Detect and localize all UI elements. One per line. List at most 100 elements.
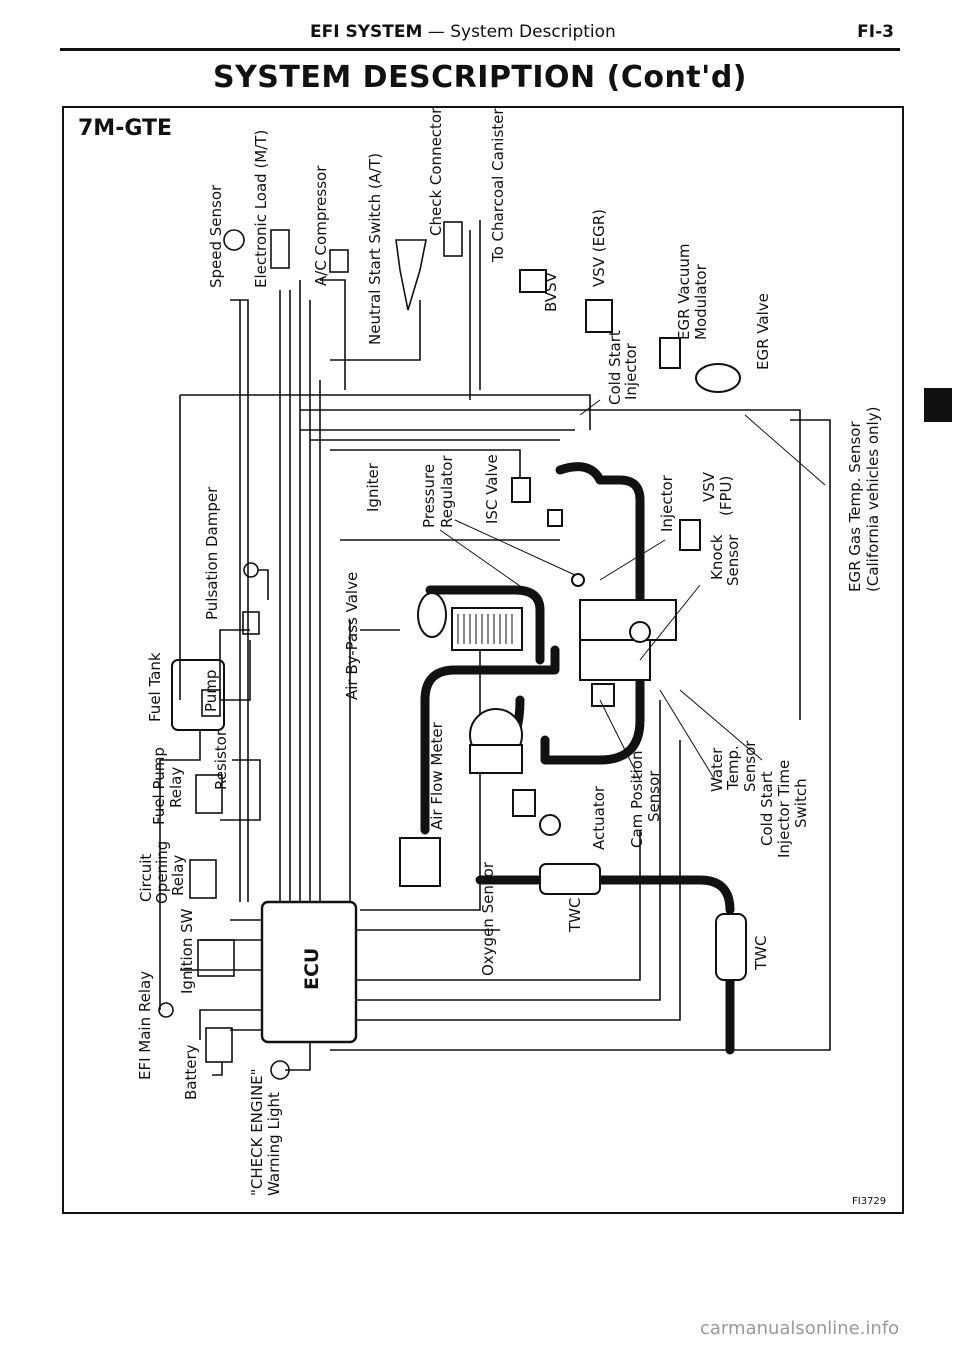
label-ac-compressor: A/C Compressor xyxy=(312,165,330,286)
ignition-sw-box xyxy=(197,939,235,977)
leader-lines xyxy=(439,399,826,781)
water-temp-sensor-box xyxy=(591,683,615,707)
label-air-bypass-valve: Air By-Pass Valve xyxy=(343,572,361,700)
label-switch: Switch xyxy=(792,778,810,828)
label-temp: Temp. xyxy=(724,745,742,791)
label-speed-sensor: Speed Sensor xyxy=(207,184,225,288)
circuit-opening-relay-box xyxy=(189,859,217,899)
label-egr-valve: EGR Valve xyxy=(754,293,772,370)
component-labels: Speed Sensor Electronic Load (M/T) A/C C… xyxy=(136,107,882,1196)
air-bypass-housing xyxy=(417,592,447,638)
engine-block-top xyxy=(579,599,677,641)
label-modulator: Modulator xyxy=(692,263,710,340)
speed-sensor-symbol xyxy=(223,229,245,251)
label-water-temp-sensor: Sensor xyxy=(741,740,759,792)
fuel-tank-shape xyxy=(171,659,225,731)
label-charcoal-canister: To Charcoal Canister xyxy=(489,108,507,263)
label-cold-start-injector: Injector xyxy=(622,342,640,400)
label-check-connector: Check Connector xyxy=(427,107,445,236)
label-pulsation-damper: Pulsation Damper xyxy=(203,486,221,620)
label-opening: Opening xyxy=(153,841,171,904)
label-injector-time: Injector Time xyxy=(775,760,793,858)
pressure-regulator-box xyxy=(547,509,563,527)
pulsation-damper-shape xyxy=(243,562,259,578)
label-cold-start-timer: Cold Start xyxy=(758,771,776,846)
label-neutral-start-switch: Neutral Start Switch (A/T) xyxy=(366,153,384,345)
label-egr-gas-temp-sensor: EGR Gas Temp. Sensor xyxy=(846,421,864,592)
label-pump: Pump xyxy=(202,670,220,712)
turbo-housing xyxy=(469,744,523,774)
label-resistor: Resistor xyxy=(212,729,230,790)
label-circuit-opening-relay: Relay xyxy=(169,855,187,896)
header-subtitle: — System Description xyxy=(422,22,616,42)
label-igniter: Igniter xyxy=(364,462,382,512)
ecu-box xyxy=(260,900,358,1044)
label-air-flow-meter: Air Flow Meter xyxy=(428,721,446,830)
label-fuel-tank: Fuel Tank xyxy=(146,652,164,722)
label-twc-front: TWC xyxy=(566,898,584,933)
label-efi-main-relay: EFI Main Relay xyxy=(136,971,154,1080)
label-fpu: (FPU) xyxy=(717,476,735,516)
vsv-fpu-box xyxy=(679,519,701,551)
check-engine-light-symbol xyxy=(270,1060,290,1080)
piston-circle xyxy=(629,621,651,643)
label-vsv-egr: VSV (EGR) xyxy=(590,209,608,287)
label-bvsv: BVSV xyxy=(542,271,560,312)
pulsation-damper-filter xyxy=(242,611,260,635)
engine-model: 7M-GTE xyxy=(78,116,173,141)
page-header: EFI SYSTEM — System Description FI-3 xyxy=(60,20,900,51)
label-egr-vacuum: EGR Vacuum xyxy=(675,244,693,340)
label-fuel-pump: Fuel Pump xyxy=(150,747,168,825)
twc-rear-box xyxy=(715,913,747,981)
label-oxygen-sensor: Oxygen Sensor xyxy=(479,861,497,976)
label-injector: Injector xyxy=(658,474,676,532)
actuator-shape xyxy=(539,814,561,836)
check-connector-box xyxy=(443,221,463,257)
label-vsv-fpu: VSV xyxy=(700,471,718,502)
label-check-engine: "CHECK ENGINE" xyxy=(248,1068,266,1196)
label-cam-position-sensor: Sensor xyxy=(645,770,663,822)
air-flow-meter-box xyxy=(399,837,441,887)
label-fuel-pump-relay: Relay xyxy=(167,767,185,808)
electronic-load-box xyxy=(270,229,290,269)
air-cleaner-filter-lines xyxy=(457,614,513,644)
fuel-pump-relay-box xyxy=(195,774,223,814)
header-section: EFI SYSTEM xyxy=(310,22,423,42)
isc-valve-box xyxy=(511,477,531,503)
neutral-start-switch-shape xyxy=(395,239,427,311)
label-ecu: ECU xyxy=(301,948,323,990)
page-title: SYSTEM DESCRIPTION (Cont'd) xyxy=(212,60,748,95)
ac-compressor-box xyxy=(329,249,349,273)
egr-vacuum-modulator-box xyxy=(659,337,681,369)
label-actuator: Actuator xyxy=(590,785,608,850)
diagram-frame xyxy=(62,106,904,1214)
pump-box xyxy=(201,689,221,717)
wiring-harness xyxy=(158,220,831,1080)
bvsv-box xyxy=(519,269,547,293)
label-water: Water xyxy=(708,747,726,792)
label-california-only: (California vehicles only) xyxy=(864,407,882,592)
injector-tip xyxy=(571,573,585,587)
vsv-egr-box xyxy=(585,299,613,333)
label-twc-rear: TWC xyxy=(752,936,770,971)
egr-valve-shape xyxy=(695,363,741,393)
label-ignition-sw: Ignition SW xyxy=(178,908,196,994)
label-knock-sensor: Sensor xyxy=(724,534,742,586)
engine-cylinder-head xyxy=(579,639,651,681)
engine-components xyxy=(399,269,747,981)
label-circuit: Circuit xyxy=(137,854,155,902)
figure-id: FI3729 xyxy=(852,1196,887,1207)
watermark-footer: carmanualsonline.info xyxy=(700,1318,900,1339)
header-title: EFI SYSTEM — System Description xyxy=(310,22,616,42)
cam-position-sensor-box xyxy=(512,789,536,817)
label-cam-position: Cam Position xyxy=(628,751,646,848)
page-number: FI-3 xyxy=(857,22,894,42)
label-warning-light: Warning Light xyxy=(265,1092,283,1196)
twc-front-box xyxy=(539,863,601,895)
section-tab-marker xyxy=(924,388,952,422)
label-regulator: Regulator xyxy=(438,455,456,528)
label-pressure: Pressure xyxy=(420,464,438,528)
battery-box xyxy=(205,1027,233,1063)
label-battery: Battery xyxy=(182,1044,200,1100)
